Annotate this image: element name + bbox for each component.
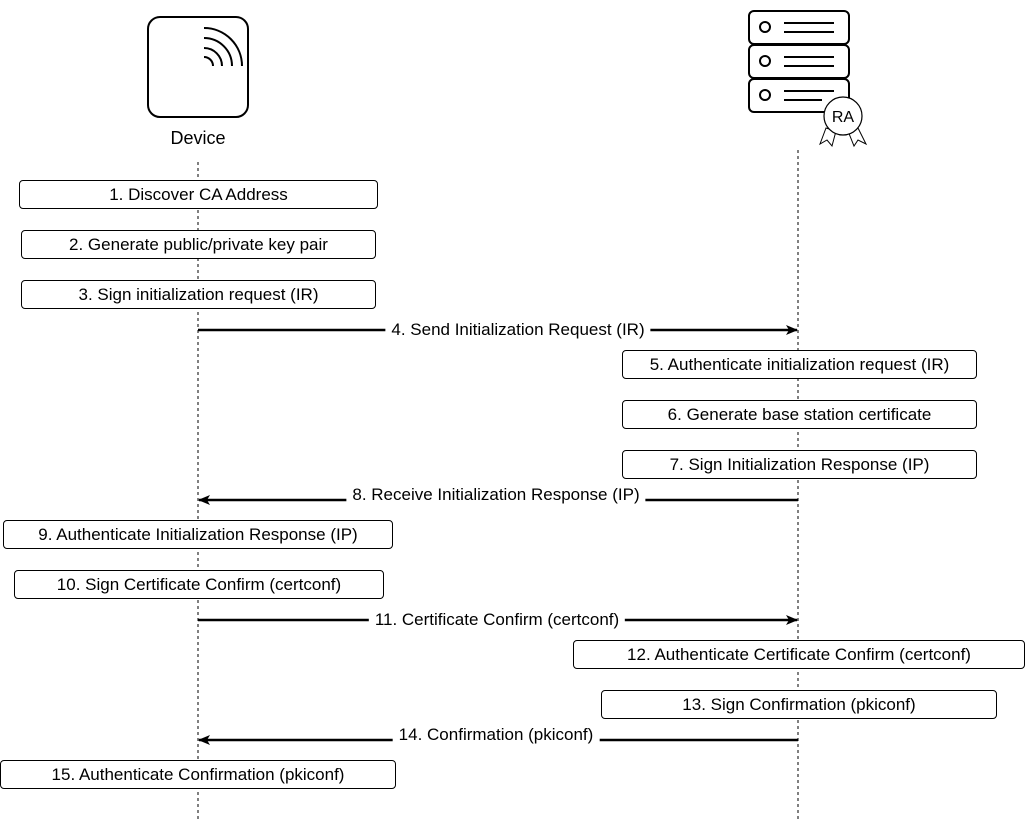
message-8-label: 8. Receive Initialization Response (IP) xyxy=(346,485,646,505)
step-2-box: 2. Generate public/private key pair xyxy=(21,230,376,259)
ra-badge-label: RA xyxy=(832,109,855,126)
device-icon xyxy=(147,16,249,118)
step-1-box: 1. Discover CA Address xyxy=(19,180,378,209)
step-12-box: 12. Authenticate Certificate Confirm (ce… xyxy=(573,640,1025,669)
step-10-box: 10. Sign Certificate Confirm (certconf) xyxy=(14,570,384,599)
message-4-label: 4. Send Initialization Request (IR) xyxy=(385,320,651,340)
step-15-box: 15. Authenticate Confirmation (pkiconf) xyxy=(0,760,396,789)
step-9-box: 9. Authenticate Initialization Response … xyxy=(3,520,393,549)
message-11-label: 11. Certificate Confirm (certconf) xyxy=(368,610,626,630)
server-icon xyxy=(748,10,850,113)
message-14-label: 14. Confirmation (pkiconf) xyxy=(392,725,600,745)
step-13-box: 13. Sign Confirmation (pkiconf) xyxy=(601,690,997,719)
step-3-box: 3. Sign initialization request (IR) xyxy=(21,280,376,309)
step-7-box: 7. Sign Initialization Response (IP) xyxy=(622,450,977,479)
ra-badge-icon: RA xyxy=(819,96,868,148)
device-label: Device xyxy=(170,128,226,148)
step-6-box: 6. Generate base station certificate xyxy=(622,400,977,429)
step-5-box: 5. Authenticate initialization request (… xyxy=(622,350,977,379)
